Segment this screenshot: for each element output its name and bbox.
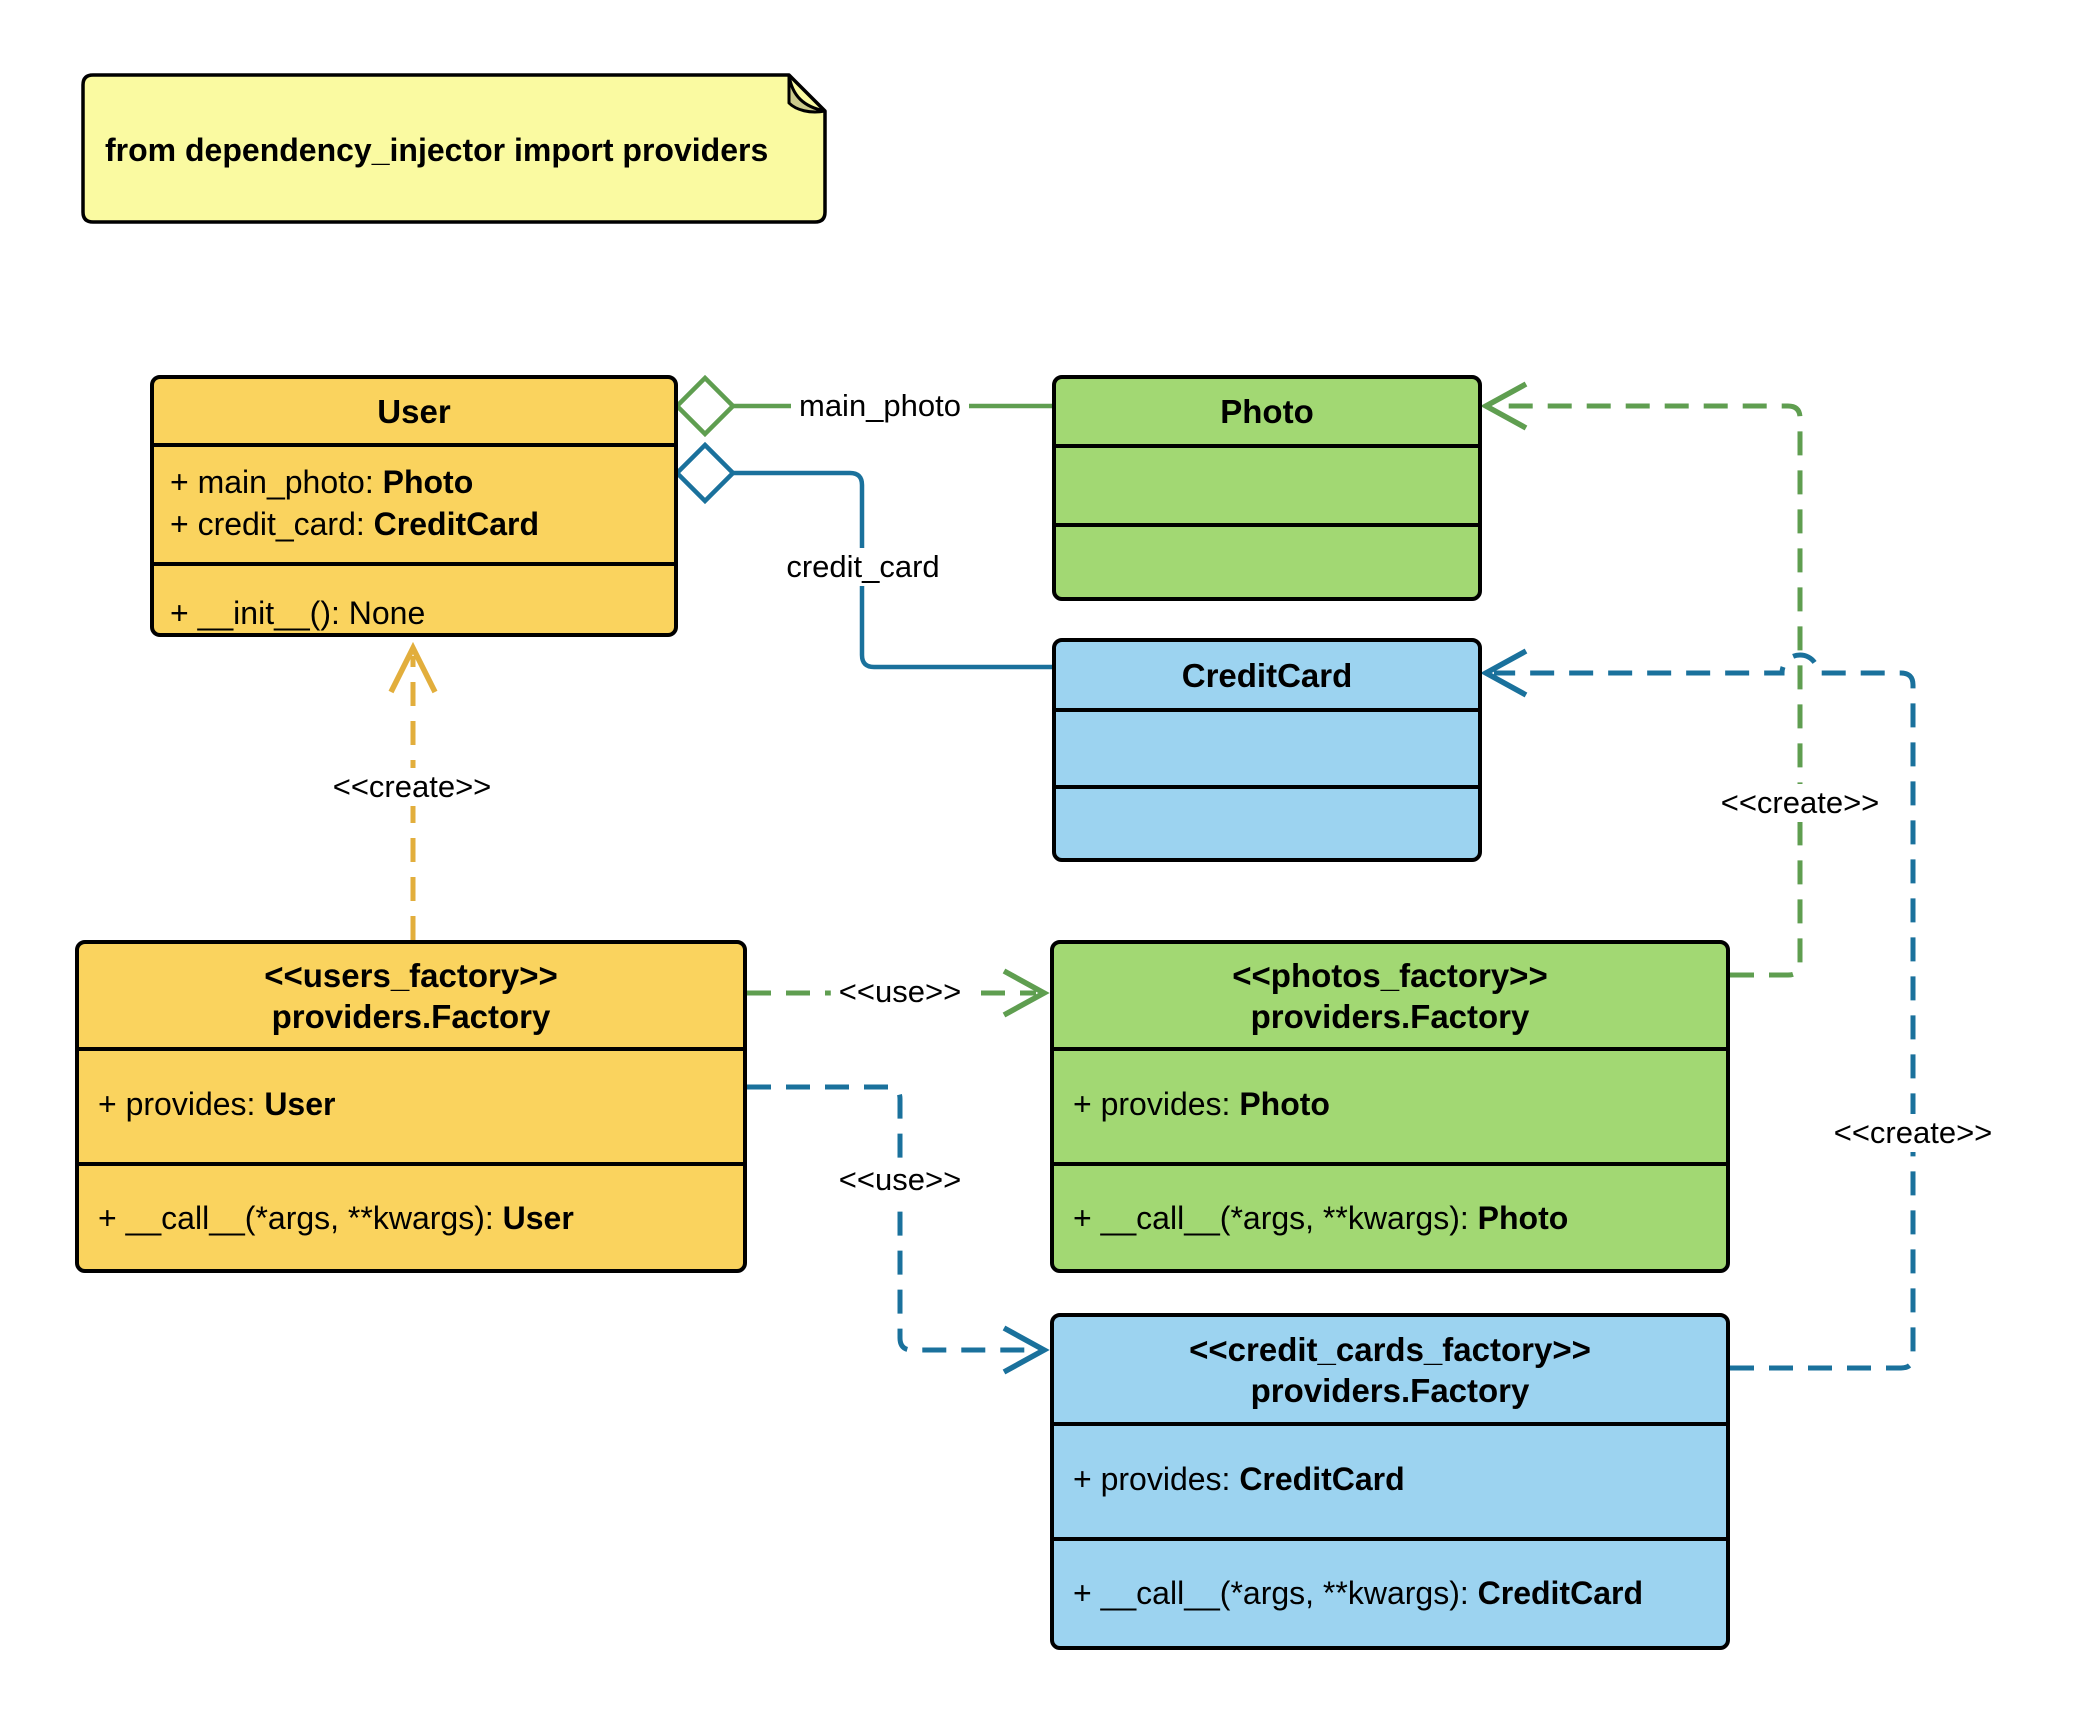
method-type: Photo bbox=[1477, 1200, 1569, 1236]
edge-usersfactory-user-create bbox=[388, 641, 438, 940]
attribute-type: CreditCard bbox=[373, 506, 540, 542]
edge-create-photo-line bbox=[1494, 403, 1803, 978]
class-photo[interactable]: Photo bbox=[1052, 375, 1482, 601]
class-users-factory-attributes: + provides: User bbox=[79, 1047, 743, 1162]
edge-creditcardsfactory-creditcard-create bbox=[1480, 648, 1916, 1371]
class-user[interactable]: User + main_photo: Photo + credit_card: … bbox=[150, 375, 678, 637]
class-creditcard-title: CreditCard bbox=[1181, 656, 1353, 694]
class-creditcard-methods bbox=[1056, 785, 1478, 858]
attribute-line: + provides: Photo bbox=[1073, 1083, 1726, 1125]
note-text[interactable]: from dependency_injector import provider… bbox=[105, 132, 769, 168]
class-users-factory-methods: + __call__(*args, **kwargs): User bbox=[79, 1162, 743, 1269]
note-shape bbox=[81, 73, 827, 224]
class-user-attributes: + main_photo: Photo + credit_card: Credi… bbox=[154, 443, 674, 562]
class-users-factory[interactable]: <<users_factory>> providers.Factory + pr… bbox=[75, 940, 747, 1273]
attribute-text: + credit_card: bbox=[170, 506, 374, 542]
class-credit-cards-factory[interactable]: <<credit_cards_factory>> providers.Facto… bbox=[1050, 1313, 1730, 1650]
class-user-methods: + __init__(): None bbox=[154, 562, 674, 634]
note-fold-corner-icon bbox=[787, 73, 827, 114]
class-photos-factory-methods: + __call__(*args, **kwargs): Photo bbox=[1054, 1162, 1726, 1269]
edge-usersfactory-creditcardsfactory-use bbox=[747, 1084, 1050, 1375]
edge-label-create-creditcard: <<create>> bbox=[1825, 1114, 2001, 1152]
stereotype-label: <<users_factory>> bbox=[264, 956, 558, 994]
attribute-line: + provides: User bbox=[98, 1083, 743, 1125]
class-credit-cards-factory-title: <<credit_cards_factory>> providers.Facto… bbox=[1054, 1317, 1726, 1422]
attribute-text: + provides: bbox=[1073, 1461, 1240, 1497]
edge-label-credit-card: credit_card bbox=[778, 548, 948, 586]
open-arrowhead-left-icon bbox=[1480, 381, 1528, 431]
class-photos-factory-attributes: + provides: Photo bbox=[1054, 1047, 1726, 1162]
attribute-text: + provides: bbox=[98, 1086, 265, 1122]
class-creditcard-attributes bbox=[1056, 708, 1478, 785]
class-photo-title: Photo bbox=[1220, 393, 1314, 430]
open-arrowhead-left-icon bbox=[1480, 648, 1528, 698]
attribute-type: Photo bbox=[382, 464, 474, 500]
attribute-type: CreditCard bbox=[1239, 1461, 1405, 1497]
method-line: + __call__(*args, **kwargs): Photo bbox=[1073, 1197, 1726, 1239]
edge-label-create-user: <<create>> bbox=[324, 768, 500, 806]
method-type: CreditCard bbox=[1477, 1575, 1643, 1611]
open-arrowhead-right-icon bbox=[1002, 1325, 1050, 1375]
class-user-title: User bbox=[377, 392, 451, 430]
attribute-type: Photo bbox=[1239, 1086, 1330, 1122]
method-type: User bbox=[502, 1200, 574, 1236]
attribute-text: + provides: bbox=[1073, 1086, 1240, 1122]
method-text: + __call__(*args, **kwargs): bbox=[1073, 1200, 1478, 1236]
method-line: + __init__(): None bbox=[170, 592, 674, 634]
open-arrowhead-up-icon bbox=[388, 641, 438, 694]
open-arrowhead-right-icon bbox=[1002, 968, 1050, 1018]
edge-create-creditcard-line bbox=[1494, 652, 1916, 1371]
stereotype-label: <<photos_factory>> bbox=[1232, 956, 1548, 994]
edge-label-use-creditcards: <<use>> bbox=[830, 1161, 970, 1199]
class-photos-factory[interactable]: <<photos_factory>> providers.Factory + p… bbox=[1050, 940, 1730, 1273]
attribute-text: + main_photo: bbox=[170, 464, 383, 500]
edge-usersfactory-photosfactory-use bbox=[747, 968, 1050, 1018]
method-text: + __call__(*args, **kwargs): bbox=[1073, 1575, 1478, 1611]
stereotype-label: <<credit_cards_factory>> bbox=[1189, 1330, 1591, 1368]
edge-label-main-photo: main_photo bbox=[790, 387, 970, 425]
attribute-line: + provides: CreditCard bbox=[1073, 1458, 1726, 1500]
edge-photosfactory-photo-create bbox=[1480, 381, 1803, 978]
edge-label-use-photos: <<use>> bbox=[830, 973, 970, 1011]
class-photo-methods bbox=[1056, 523, 1478, 597]
method-line: + __call__(*args, **kwargs): CreditCard bbox=[1073, 1572, 1726, 1614]
note-body bbox=[81, 73, 827, 224]
aggregation-diamond-icon bbox=[673, 441, 737, 505]
class-credit-cards-factory-methods: + __call__(*args, **kwargs): CreditCard bbox=[1054, 1537, 1726, 1646]
attribute-line: + credit_card: CreditCard bbox=[170, 503, 674, 545]
class-name-label: providers.Factory bbox=[1250, 1371, 1530, 1409]
method-line: + __call__(*args, **kwargs): User bbox=[98, 1197, 743, 1239]
class-photo-attributes bbox=[1056, 444, 1478, 523]
edge-label-create-photo: <<create>> bbox=[1712, 784, 1888, 822]
attribute-line: + main_photo: Photo bbox=[170, 461, 674, 503]
edge-use-creditcards-line bbox=[747, 1084, 1036, 1353]
class-credit-cards-factory-attributes: + provides: CreditCard bbox=[1054, 1422, 1726, 1537]
method-text: + __call__(*args, **kwargs): bbox=[98, 1200, 503, 1236]
attribute-type: User bbox=[264, 1086, 336, 1122]
class-users-factory-title: <<users_factory>> providers.Factory bbox=[79, 944, 743, 1047]
class-name-label: providers.Factory bbox=[271, 997, 551, 1035]
method-text: + __init__(): None bbox=[170, 595, 426, 631]
class-creditcard[interactable]: CreditCard bbox=[1052, 638, 1482, 862]
class-photos-factory-title: <<photos_factory>> providers.Factory bbox=[1054, 944, 1726, 1047]
class-name-label: providers.Factory bbox=[1250, 997, 1530, 1035]
aggregation-diamond-icon bbox=[673, 374, 737, 438]
